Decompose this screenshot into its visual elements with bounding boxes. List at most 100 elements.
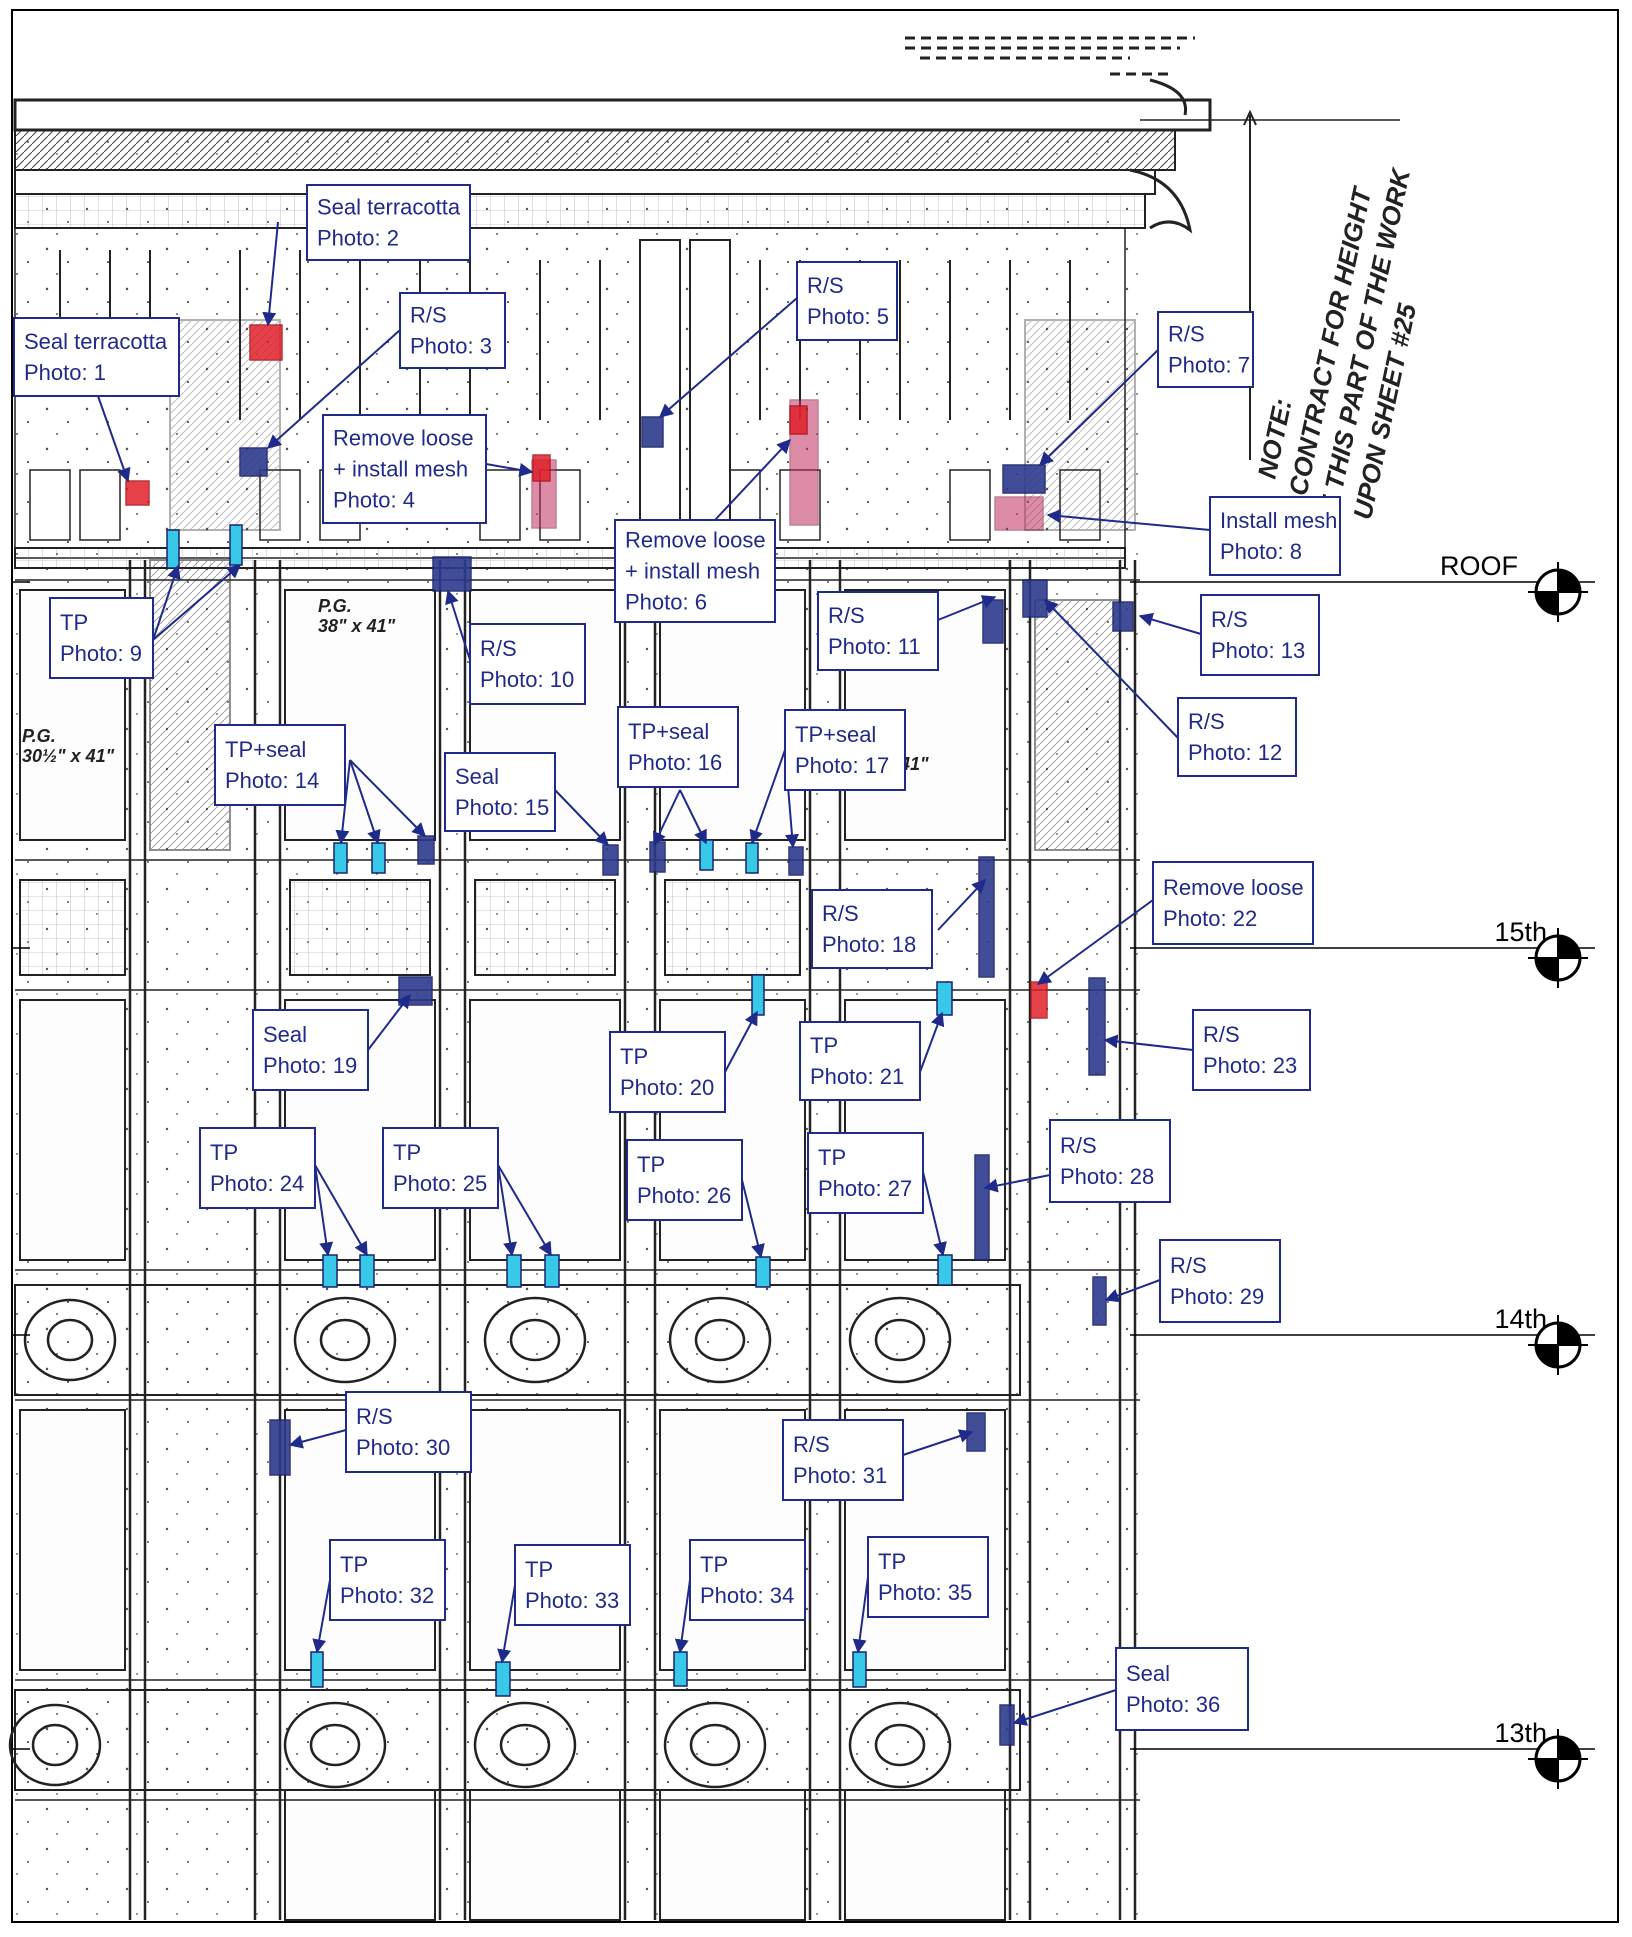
callout-photo-9[interactable]: TP Photo: 9 bbox=[49, 597, 154, 679]
repair-marker-tp bbox=[310, 1651, 324, 1688]
repair-marker-tp bbox=[229, 524, 243, 566]
callout-photo-ref: Photo: 9 bbox=[60, 641, 142, 666]
callout-box bbox=[514, 1544, 631, 1626]
callout-photo-ref: Photo: 27 bbox=[818, 1176, 912, 1201]
repair-marker-rs bbox=[999, 1704, 1015, 1746]
callout-action: + install mesh bbox=[333, 457, 468, 482]
callout-photo-20[interactable]: TP Photo: 20 bbox=[609, 1031, 726, 1113]
callout-photo-ref: Photo: 21 bbox=[810, 1064, 904, 1089]
callout-photo-ref: Photo: 5 bbox=[807, 304, 889, 329]
repair-marker-rs bbox=[788, 846, 804, 876]
repair-marker-rs bbox=[974, 1154, 990, 1261]
repair-marker-rs bbox=[982, 599, 1004, 644]
leader-arrow bbox=[497, 1584, 516, 1664]
leader-arrow bbox=[349, 759, 426, 837]
leader-arrow bbox=[1104, 1279, 1161, 1303]
pg-mark-1: P.G. bbox=[318, 596, 352, 616]
callout-photo-ref: Photo: 22 bbox=[1163, 906, 1257, 931]
repair-marker-tp bbox=[755, 1256, 771, 1288]
callout-photo-ref: Photo: 6 bbox=[625, 590, 707, 615]
repair-marker-rs bbox=[602, 844, 619, 876]
callout-photo-ref: Photo: 2 bbox=[317, 226, 399, 251]
callout-box bbox=[322, 414, 487, 524]
repair-marker-rs bbox=[1092, 1276, 1107, 1326]
datum-quadrant bbox=[1536, 1759, 1558, 1781]
callout-photo-ref: Photo: 11 bbox=[828, 634, 921, 659]
leader-arrow bbox=[554, 789, 609, 847]
repair-marker-seal bbox=[249, 324, 283, 361]
callout-photo-ref: Photo: 30 bbox=[356, 1435, 450, 1460]
leader-arrow bbox=[674, 1579, 691, 1654]
datum-quadrant bbox=[1558, 936, 1580, 958]
callout-action: TP bbox=[340, 1552, 368, 1577]
callout-photo-32[interactable]: TP Photo: 32 bbox=[329, 1539, 446, 1621]
callout-action: TP bbox=[620, 1044, 648, 1069]
repair-marker-seal bbox=[1030, 981, 1048, 1019]
leader-arrow bbox=[902, 1429, 974, 1456]
datum-quadrant bbox=[1558, 570, 1580, 592]
leader-arrow bbox=[367, 993, 411, 1051]
callout-box bbox=[1209, 496, 1341, 576]
callout-action: R/S bbox=[1211, 607, 1248, 632]
callout-photo-ref: Photo: 32 bbox=[340, 1583, 434, 1608]
callout-box bbox=[811, 889, 933, 969]
leader-arrows bbox=[97, 221, 1211, 1726]
callout-photo-ref: Photo: 7 bbox=[1168, 353, 1250, 378]
callout-box bbox=[689, 1539, 806, 1621]
callout-action: TP+seal bbox=[795, 722, 876, 747]
callout-action: R/S bbox=[793, 1432, 830, 1457]
repair-marker-seal bbox=[789, 405, 808, 435]
level-14th: 14th bbox=[12, 1304, 1595, 1375]
callout-action: R/S bbox=[1170, 1253, 1207, 1278]
repair-marker-rs bbox=[398, 976, 433, 1006]
leader-arrow bbox=[724, 1010, 758, 1073]
level-label: 14th bbox=[1494, 1304, 1547, 1334]
callout-photo-ref: Photo: 20 bbox=[620, 1075, 714, 1100]
repair-marker-tp bbox=[673, 1651, 688, 1687]
repair-marker-tp bbox=[852, 1651, 867, 1688]
repair-marker-tp bbox=[937, 1254, 953, 1286]
level-label: 13th bbox=[1494, 1718, 1547, 1748]
leader-arrow bbox=[919, 1011, 945, 1073]
callout-photo-ref: Photo: 17 bbox=[795, 753, 889, 778]
repair-marker-tp bbox=[751, 974, 765, 1016]
callout-action: TP bbox=[60, 610, 88, 635]
repair-marker-rs bbox=[417, 835, 435, 865]
dim-mark: 41" bbox=[899, 754, 929, 774]
